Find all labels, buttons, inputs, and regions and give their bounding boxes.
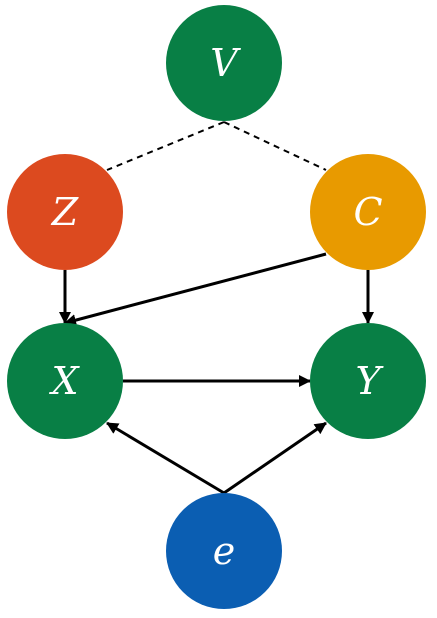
edge-v-c [223, 121, 327, 171]
nodes-layer: V Z C X Y e [7, 5, 426, 609]
node-y: Y [310, 323, 426, 439]
node-e: e [166, 493, 282, 609]
node-x: X [7, 323, 123, 439]
node-c-circle [310, 154, 426, 270]
node-z-circle [7, 154, 123, 270]
node-y-label: Y [355, 359, 384, 403]
node-v: V [166, 5, 282, 121]
node-z: Z [7, 154, 123, 270]
edge-c-x [64, 252, 327, 326]
node-x-label: X [48, 359, 80, 403]
node-v-label: V [210, 41, 241, 85]
edge-e-y [223, 421, 327, 495]
node-e-label: e [213, 529, 236, 573]
node-x-circle [7, 323, 123, 439]
edge-e-x [106, 421, 225, 495]
node-c-label: C [353, 190, 382, 234]
node-c: C [310, 154, 426, 270]
node-e-circle [166, 493, 282, 609]
edge-v-z [106, 121, 225, 171]
edges-layer [59, 121, 374, 495]
node-y-circle [310, 323, 426, 439]
node-z-label: Z [51, 190, 79, 234]
node-v-circle [166, 5, 282, 121]
